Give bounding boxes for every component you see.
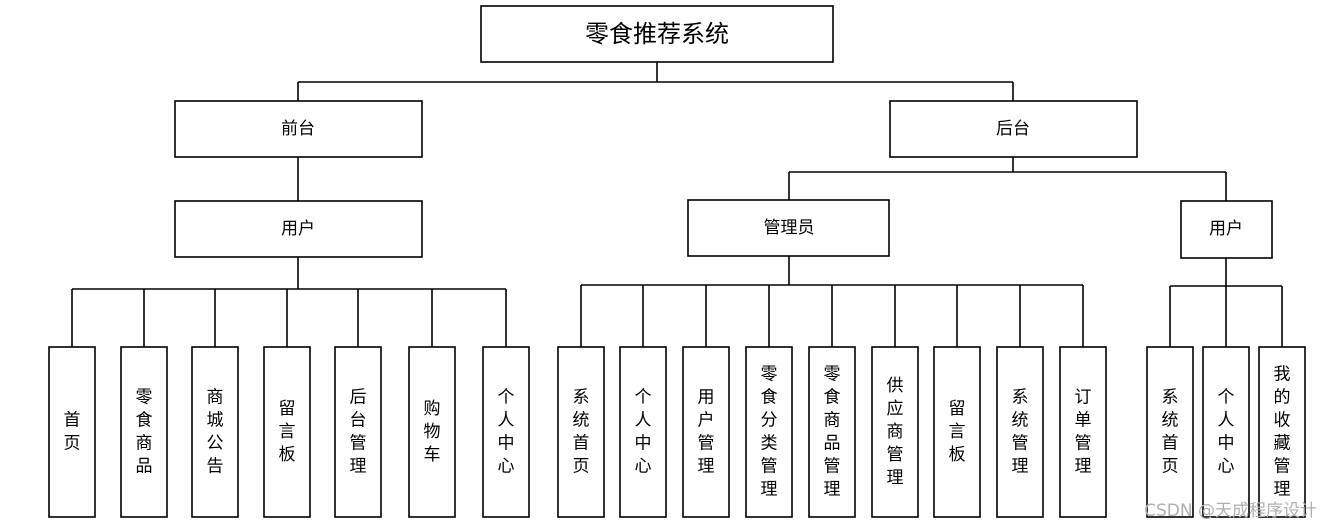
back-user-item-2: 个人中心 [1202, 346, 1250, 518]
leaf-label: 零食商品 [136, 388, 153, 477]
leaf-label: 首页 [64, 411, 81, 454]
leaf-label: 个人中心 [1218, 388, 1235, 477]
leaf-label: 个人中心 [498, 388, 515, 477]
watermark: CSDN @天成程序设计 [1144, 501, 1317, 521]
leaf-label: 系统首页 [1162, 388, 1179, 477]
admin-item-7: 留言板 [933, 346, 981, 518]
leaf-box [263, 346, 311, 518]
back-user-item-3: 我的收藏管理 [1258, 346, 1306, 518]
admin-item-4: 零食分类管理 [745, 346, 793, 518]
leaf-box [1258, 346, 1306, 518]
admin-label: 管理员 [764, 218, 815, 238]
leaf-box [191, 346, 239, 518]
back-label: 后台 [996, 119, 1030, 139]
front-label: 前台 [281, 119, 315, 139]
leaf-label: 系统首页 [573, 388, 590, 477]
admin-item-9: 订单管理 [1059, 346, 1107, 518]
leaf-box [1059, 346, 1107, 518]
front-user-item-1: 首页 [48, 346, 96, 518]
admin-item-3: 用户管理 [682, 346, 730, 518]
back-user-item-1: 系统首页 [1146, 346, 1194, 518]
front-user-item-7: 个人中心 [482, 346, 530, 518]
admin-item-8: 系统管理 [996, 346, 1044, 518]
leaf-label: 供应商管理 [887, 376, 904, 488]
leaf-box [871, 346, 919, 518]
leaf-label: 订单管理 [1075, 388, 1092, 477]
leaf-label: 后台管理 [350, 388, 367, 477]
leaf-label: 留言板 [949, 399, 966, 465]
admin-item-2: 个人中心 [619, 346, 667, 518]
leaf-label: 用户管理 [698, 388, 715, 477]
front-user-item-3: 商城公告 [191, 346, 239, 518]
front-user-label: 用户 [281, 219, 315, 239]
front-user-item-4: 留言板 [263, 346, 311, 518]
connector-lines [71, 62, 1283, 347]
front-user-item-2: 零食商品 [120, 346, 168, 518]
admin-item-1: 系统首页 [557, 346, 605, 518]
leaf-label: 商城公告 [207, 388, 224, 477]
leaf-label: 零食分类管理 [761, 365, 778, 500]
root-label: 零食推荐系统 [585, 20, 729, 48]
back-user-node: 用户 [1180, 200, 1273, 259]
leaf-box [557, 346, 605, 518]
front-user-item-5: 后台管理 [334, 346, 382, 518]
leaf-box [482, 346, 530, 518]
root-node: 零食推荐系统 [480, 5, 834, 63]
front-node: 前台 [174, 100, 423, 158]
leaf-box [120, 346, 168, 518]
leaf-label: 我的收藏管理 [1274, 365, 1291, 500]
back-user-label: 用户 [1209, 219, 1243, 239]
leaf-box [334, 346, 382, 518]
leaf-box [933, 346, 981, 518]
leaf-label: 系统管理 [1012, 388, 1029, 477]
back-node: 后台 [889, 100, 1138, 158]
leaf-label: 个人中心 [635, 388, 652, 477]
leaf-nodes: 首页 零食商品 商城公告 留言板 后台管理 购物车 个人中心 系统首页 个人中心 用户管理 零食分类… [48, 346, 1306, 518]
leaf-box [408, 346, 456, 518]
admin-item-6: 供应商管理 [871, 346, 919, 518]
front-user-item-6: 购物车 [408, 346, 456, 518]
leaf-label: 留言板 [279, 399, 296, 465]
leaf-box [745, 346, 793, 518]
leaf-box [619, 346, 667, 518]
leaf-box [682, 346, 730, 518]
leaf-box [1202, 346, 1250, 518]
leaf-box [48, 346, 96, 518]
admin-node: 管理员 [687, 199, 890, 257]
leaf-label: 零食商品管理 [824, 365, 841, 500]
leaf-box [996, 346, 1044, 518]
leaf-label: 购物车 [424, 399, 441, 465]
front-user-node: 用户 [174, 200, 423, 258]
leaf-box [1146, 346, 1194, 518]
admin-item-5: 零食商品管理 [808, 346, 856, 518]
leaf-box [808, 346, 856, 518]
